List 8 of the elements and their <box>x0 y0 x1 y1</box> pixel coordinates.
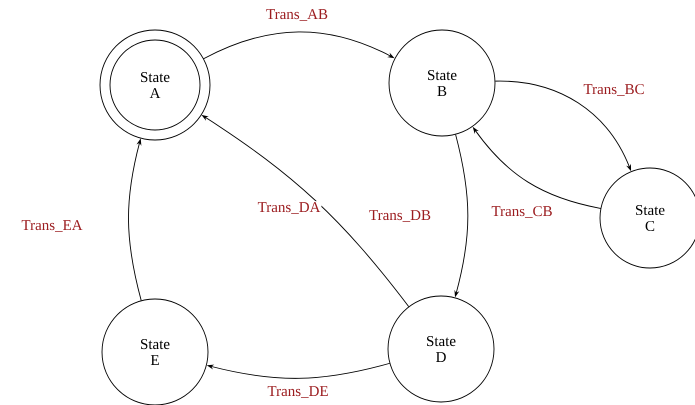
edge-label: Trans_DB <box>368 209 432 223</box>
edge-label: Trans_AB <box>265 8 329 22</box>
edge-label: Trans_CB <box>490 205 554 219</box>
edge-label: Trans_DE <box>266 385 330 399</box>
edge-label: Trans_EA <box>20 219 84 233</box>
edge-label: Trans_BC <box>582 83 646 97</box>
edge-label: Trans_DA <box>256 201 322 215</box>
double-circle-state: State A <box>100 30 210 140</box>
